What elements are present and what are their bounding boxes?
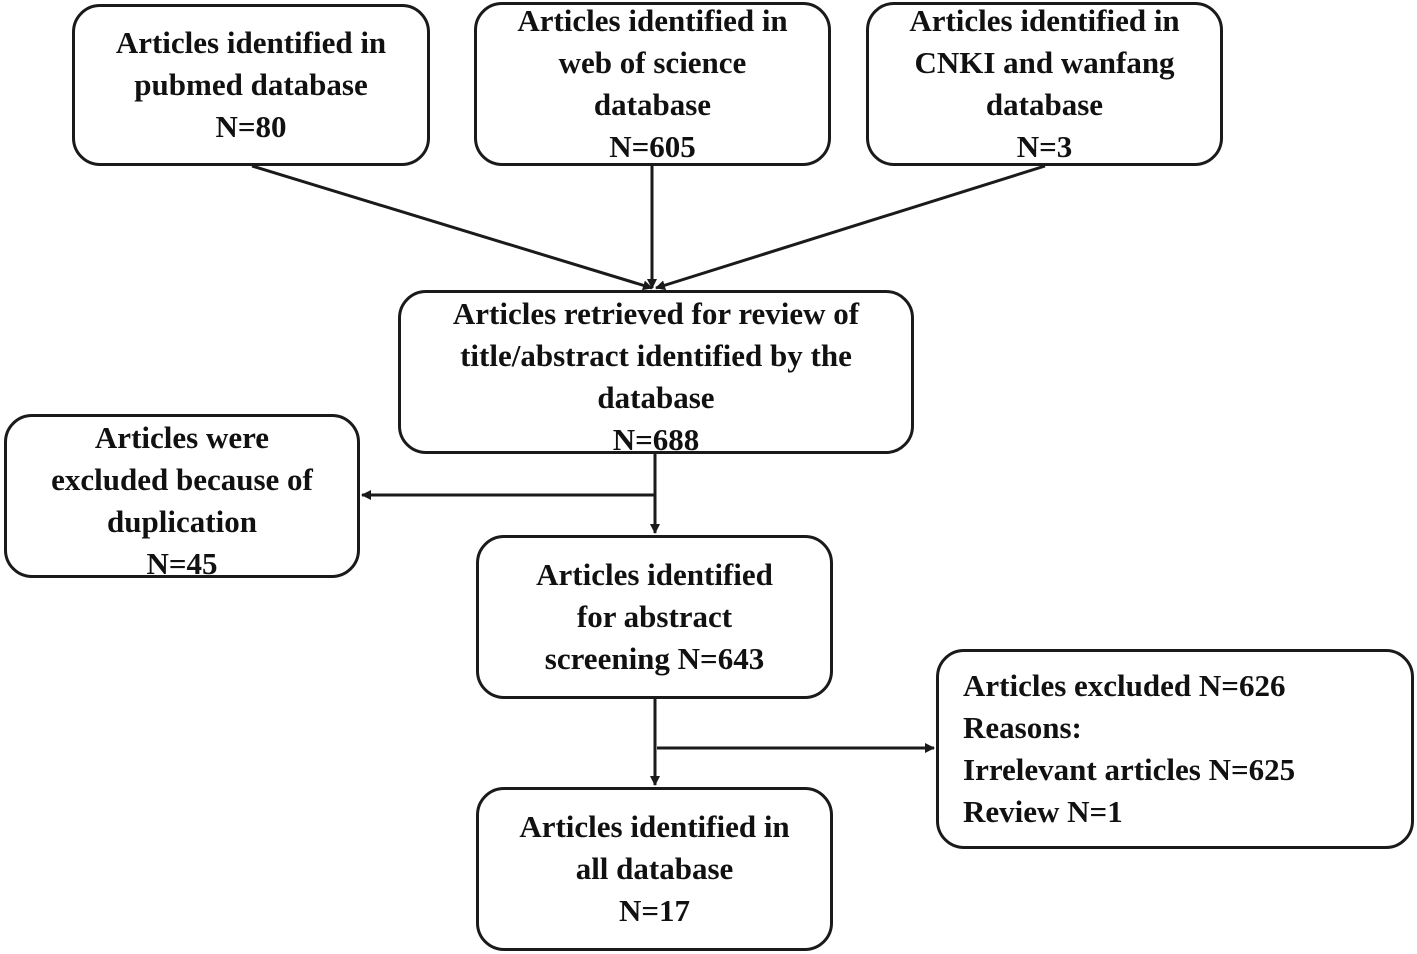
retrieved-box: Articles retrieved for review of title/a… <box>398 290 914 457</box>
duplicates-line-2: excluded because of <box>51 462 313 497</box>
cnki-line-3: database <box>985 87 1104 122</box>
wos-line-2: web of science <box>558 45 747 80</box>
cnki-line-1: Articles identified in <box>909 3 1180 38</box>
screening-line-2: for abstract <box>576 599 733 634</box>
excluded-reasons-label: Reasons: <box>963 710 1082 745</box>
web-of-science-box: Articles identified in web of science da… <box>474 2 831 166</box>
pubmed-line-1: Articles identified in <box>115 25 387 60</box>
excluded-irrelevant: Irrelevant articles N=625 <box>963 752 1296 787</box>
arrow-pubmed-to-retrieved <box>251 164 653 291</box>
cnki-count: N=3 <box>1016 129 1073 164</box>
screening-line-1: Articles identified <box>536 557 773 592</box>
wos-line-1: Articles identified in <box>517 3 788 38</box>
retrieved-line-1: Articles retrieved for review of <box>452 296 860 331</box>
cnki-line-2: CNKI and wanfang <box>914 45 1175 80</box>
excluded-count: Articles excluded N=626 <box>963 668 1286 703</box>
wos-line-3: database <box>593 87 712 122</box>
pubmed-count: N=80 <box>215 109 287 144</box>
screening-box: Articles identified for abstract screeni… <box>476 535 833 699</box>
duplicates-box: Articles were excluded because of duplic… <box>4 414 360 581</box>
duplicates-count: N=45 <box>146 546 218 581</box>
retrieved-line-3: database <box>597 380 715 415</box>
final-line-1: Articles identified in <box>519 809 790 844</box>
excluded-box: Articles excluded N=626 Reasons: Irrelev… <box>936 649 1414 849</box>
arrow-cnki-to-retrieved <box>655 164 1046 291</box>
duplicates-line-1: Articles were <box>94 420 270 455</box>
final-box: Articles identified in all database N=17 <box>476 787 833 951</box>
cnki-wanfang-box: Articles identified in CNKI and wanfang … <box>866 2 1223 166</box>
final-count: N=17 <box>618 893 691 928</box>
duplicates-line-3: duplication <box>107 504 257 539</box>
wos-count: N=605 <box>609 129 696 164</box>
excluded-review: Review N=1 <box>963 794 1123 829</box>
retrieved-count: N=688 <box>612 422 700 457</box>
screening-count: screening N=643 <box>544 641 765 676</box>
final-line-2: all database <box>575 851 734 886</box>
retrieved-line-2: title/abstract identified by the <box>460 338 852 373</box>
pubmed-box: Articles identified in pubmed database N… <box>72 4 430 166</box>
pubmed-line-2: pubmed database <box>134 67 368 102</box>
